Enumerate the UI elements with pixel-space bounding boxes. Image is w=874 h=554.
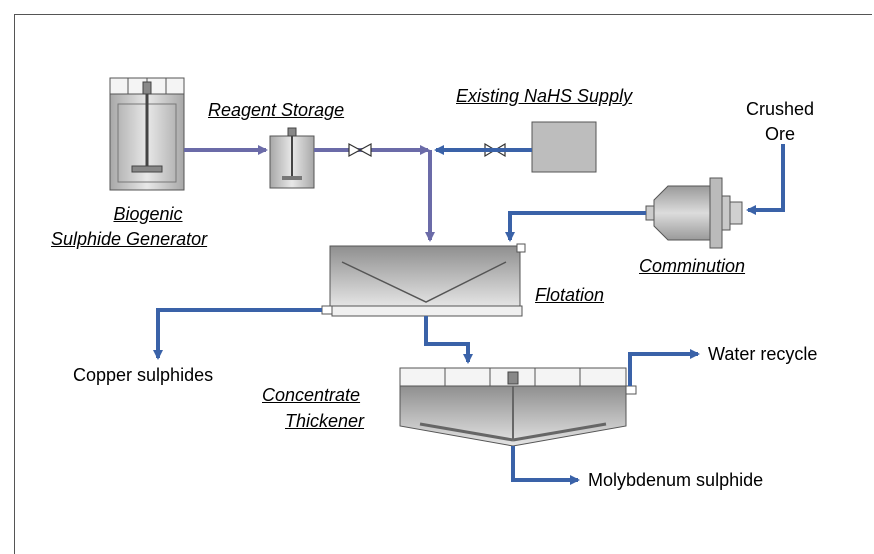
label-comminution: Comminution <box>639 256 746 276</box>
line-mill-to-flotation <box>505 211 646 242</box>
label-biogenic: Biogenic <box>113 204 183 224</box>
label-copper-sulphides: Copper sulphides <box>73 365 214 385</box>
label-crushed: Crushed <box>745 99 815 119</box>
line-to-copper-sulphides <box>153 308 322 360</box>
label-water-recycle: Water recycle <box>708 344 818 364</box>
label-sulphide-generator: Sulphide Generator <box>51 229 208 249</box>
label-existing-nahs-supply: Existing NaHS Supply <box>456 86 633 106</box>
valve-reagent <box>348 142 372 158</box>
label-reagent-storage: Reagent Storage <box>208 100 345 120</box>
reagent-storage-tank <box>269 127 315 189</box>
line-water-recycle <box>628 349 700 386</box>
comminution-mill <box>645 177 743 249</box>
label-molybdenum-sulphide: Molybdenum sulphide <box>588 470 764 490</box>
diagram-frame <box>14 14 872 554</box>
line-molybdenum-out <box>511 446 580 485</box>
line-ore-to-mill <box>746 144 785 215</box>
line-flotation-to-thickener <box>424 316 473 364</box>
label-concentrate: Concentrate <box>262 385 361 405</box>
label-flotation: Flotation <box>535 285 605 305</box>
nahs-supply-tank <box>531 121 597 173</box>
concentrate-thickener <box>399 367 637 447</box>
flotation-cell <box>321 243 526 317</box>
label-thickener: Thickener <box>285 411 365 431</box>
biogenic-sulphide-generator <box>109 77 185 191</box>
label-ore: Ore <box>764 124 795 144</box>
